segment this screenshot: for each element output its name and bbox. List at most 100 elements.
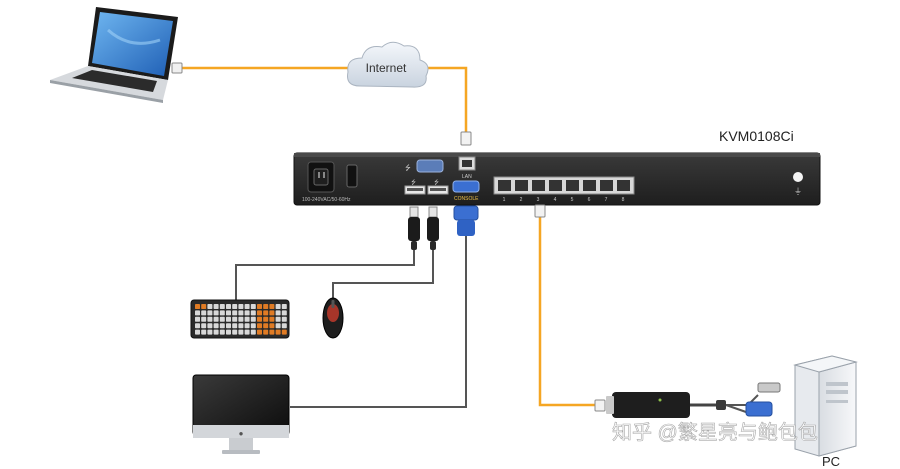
keyboard-key	[207, 310, 213, 316]
ethernet-cables	[180, 66, 597, 407]
console-port	[452, 180, 480, 193]
ground-icon: ⏚	[794, 187, 802, 196]
monitor-cable	[290, 236, 467, 408]
keyboard-key	[238, 310, 244, 316]
keyboard-key	[226, 329, 231, 335]
usb-port-1	[404, 185, 426, 195]
keyboard-key	[257, 329, 262, 335]
keyboard-key	[250, 310, 256, 316]
usb-plug-keyboard	[408, 206, 420, 250]
keyboard-key	[219, 329, 225, 335]
port-number-7: 7	[605, 197, 608, 203]
keyboard-key	[195, 316, 200, 322]
keyboard-key	[195, 329, 200, 335]
keyboard-key	[238, 316, 244, 322]
device-model-label: KVM0108Ci	[719, 128, 794, 144]
rj45-port-7	[600, 180, 613, 191]
keyboard-key	[250, 323, 256, 329]
rj45-port-3	[532, 180, 545, 191]
rj45-plug-port-3	[534, 204, 546, 218]
keyboard-key	[232, 316, 238, 322]
keyboard-key	[275, 310, 281, 316]
keyboard-key	[275, 323, 281, 329]
keyboard-key	[281, 323, 287, 329]
kvm-cpu-dongle	[594, 382, 781, 418]
port-number-5: 5	[571, 197, 574, 203]
lan-port	[458, 156, 476, 171]
watermark: 知乎 @繁星亮与鲍包包	[612, 421, 818, 444]
keyboard-key	[226, 316, 231, 322]
power-rating-label: 100-240VAC/50-60Hz	[302, 197, 351, 203]
pc-label: PC	[822, 454, 840, 469]
keyboard-key	[213, 329, 219, 335]
usb-port-2	[427, 185, 449, 195]
keyboard-key	[219, 316, 225, 322]
keyboard-key	[244, 304, 250, 309]
keyboard-key	[250, 329, 256, 335]
keyboard-key	[269, 304, 275, 309]
port-number-1: 1	[503, 197, 506, 203]
keyboard-key	[250, 304, 256, 309]
keyboard-key	[195, 323, 200, 329]
keyboard-key	[263, 310, 269, 316]
keyboard-cable	[235, 250, 415, 300]
keyboard-key	[257, 304, 262, 309]
keyboard-key	[219, 304, 225, 309]
keyboard	[190, 299, 290, 339]
keyboard-key	[244, 310, 250, 316]
apple-logo-icon: ●	[239, 429, 244, 438]
keyboard-key	[232, 323, 238, 329]
laptop-keyboard	[72, 70, 157, 92]
keyboard-key	[238, 323, 244, 329]
keyboard-key	[238, 304, 244, 309]
keyboard-key	[269, 316, 275, 322]
keyboard-key	[257, 323, 262, 329]
port-number-2: 2	[520, 197, 523, 203]
keyboard-key	[213, 316, 219, 322]
power-inlet	[307, 161, 335, 193]
usb-plug-mouse	[427, 206, 439, 250]
keyboard-key	[213, 304, 219, 309]
pc-tower	[793, 355, 858, 457]
power-led	[793, 172, 803, 182]
kvm-device: 100-240VAC/50-60Hz ⭍ ⭍ ⭍ LAN CONSOLE	[293, 152, 821, 206]
keyboard-key	[201, 323, 207, 329]
console-label: CONSOLE	[454, 196, 479, 202]
keyboard-key	[263, 316, 269, 322]
vga-plug-console	[453, 205, 479, 236]
keyboard-key	[201, 310, 207, 316]
keyboard-key	[195, 304, 200, 309]
internet-label: Internet	[366, 61, 407, 75]
keyboard-key	[263, 304, 269, 309]
port-number-6: 6	[588, 197, 591, 203]
laptop	[50, 7, 178, 103]
keyboard-key	[281, 304, 287, 309]
rj45-port-4	[549, 180, 562, 191]
keyboard-key	[281, 310, 287, 316]
keyboard-key	[213, 323, 219, 329]
keyboard-key	[250, 316, 256, 322]
keyboard-key	[269, 329, 275, 335]
rj45-port-2	[515, 180, 528, 191]
keyboard-key	[281, 316, 287, 322]
mouse	[322, 297, 344, 339]
keyboard-key	[263, 329, 269, 335]
port-number-3: 3	[537, 197, 540, 203]
dongle-usb-connector	[757, 382, 781, 393]
monitor: ●	[192, 374, 290, 454]
port-to-dongle-cable	[538, 215, 597, 407]
serial-port	[416, 159, 444, 173]
rj45-port-8	[617, 180, 630, 191]
keyboard-key	[244, 323, 250, 329]
keyboard-key	[238, 329, 244, 335]
usb-symbol-2: ⭍	[434, 178, 439, 186]
keyboard-key	[275, 304, 281, 309]
keyboard-key	[269, 310, 275, 316]
lan-label: LAN	[462, 174, 472, 180]
keyboard-key	[263, 323, 269, 329]
keyboard-key	[219, 310, 225, 316]
dongle-vga-connector	[745, 401, 773, 417]
rj45-port-bank	[493, 176, 635, 195]
keyboard-key	[226, 310, 231, 316]
